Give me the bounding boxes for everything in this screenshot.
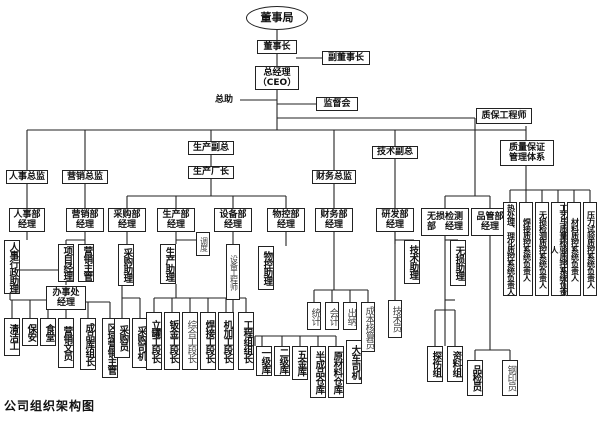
finance-staff-node: 会计 (325, 302, 339, 330)
section-leader-node: 钣金工段长 (164, 312, 180, 370)
qa-role-node: 热处理、理化质控系统负责人 (503, 202, 517, 296)
purchase-assistant-node: 采购助理 (118, 244, 134, 286)
equipment-manager-node: 设备部 经理 (214, 208, 252, 232)
production-manager-node: 生产部 经理 (157, 208, 195, 232)
warehouse-node: 一级库 (256, 346, 272, 376)
assistant-node: 总助 (208, 94, 240, 106)
production-factory-node: 生产厂长 (188, 166, 234, 179)
vice-chairman-node: 副董事长 (322, 51, 370, 65)
tech-staff-node: 技术员 (388, 300, 402, 338)
board-node: 董事局 (246, 6, 308, 30)
warehouse-node: 二级库 (274, 346, 290, 376)
warehouse-lead-node: 成品库组长 (80, 318, 96, 370)
project-manager-node: 项目经理 (58, 244, 74, 282)
warehouse-node: 原材料仓库 (328, 346, 344, 398)
section-leader-node: 工程组组长 (238, 312, 254, 370)
production-vp-node: 生产副总 (188, 141, 234, 155)
section-leader-node: 立罐工段长 (146, 312, 162, 370)
marketing-manager-node: 营销部 经理 (66, 208, 104, 232)
section-leader-node: 综合工段长 (182, 312, 198, 370)
marketing-director-node: 营销总监 (62, 170, 108, 184)
hr-admin-node: 人事行政助理 (4, 240, 20, 294)
material-assistant-node: 物控助理 (258, 246, 274, 290)
hr-manager-node: 人事部 经理 (9, 208, 45, 232)
finance-manager-node: 财务部 经理 (315, 208, 353, 232)
purchaser-node: 采购员 (114, 318, 130, 358)
section-leader-node: 焊接工段长 (200, 312, 216, 370)
diagram-caption: 公司组织架构图 (4, 399, 96, 413)
chairman-node: 董事长 (257, 40, 297, 54)
qa-system-node: 质量保证 管理体系 (500, 140, 554, 166)
hr-director-node: 人事总监 (6, 170, 48, 184)
qa-role-node: 压力试验质控系统负责人 (583, 202, 597, 296)
ceo-node: 总经理 （CEO） (255, 66, 299, 90)
equipment-engineer-node: 设备工程师 (226, 244, 240, 300)
stamper-node: 钢印员 (502, 360, 518, 396)
rd-manager-node: 研发部 经理 (376, 208, 414, 232)
dispatch-node: 调度 (196, 232, 210, 256)
finance-staff-node: 成本核算员 (361, 302, 375, 352)
material-team-node: 资料组 (447, 346, 463, 382)
qa-role-node: 无损检测质控系统负责人 (535, 202, 549, 296)
office-manager-node: 办事处 经理 (46, 286, 86, 310)
canteen-node: 食堂 (40, 318, 56, 346)
section-leader-node: 机加工段长 (218, 312, 234, 370)
warehouse-node: 半成品仓库 (310, 346, 326, 398)
ndt-assistant-node: 无损助理 (450, 240, 466, 286)
tech-vp-node: 技术副总 (372, 146, 418, 159)
inspector-team-node: 探伤组 (427, 346, 443, 382)
qa-role-node: 材料质控系统负责人 (567, 202, 581, 296)
tech-assistant-node: 技术助理 (404, 240, 420, 284)
qa-engineer-node: 质保工程师 (476, 108, 532, 124)
material-manager-node: 物控部 经理 (267, 208, 305, 232)
warehouse-node: 大车司机 (346, 340, 362, 384)
qc-inspector-node: 品检员 (467, 360, 483, 396)
sales-manager-node: 营销主管 (78, 244, 94, 282)
purchase-manager-node: 采购部 经理 (108, 208, 146, 232)
finance-staff-node: 统计 (307, 302, 321, 330)
finance-director-node: 财务总监 (312, 170, 356, 184)
qa-role-node: 工艺与质量检验质控系统负责人 (550, 202, 568, 296)
cleaner-node: 清洁工 (4, 318, 20, 356)
qa-role-node: 焊接质控系统负责人 (519, 202, 533, 296)
ndt-manager-node: 无损检测 部 经理 (421, 208, 469, 236)
security-node: 保安 (22, 318, 38, 346)
warehouse-node: 五金库 (292, 346, 308, 380)
sales-clerk-node: 营销文员 (58, 318, 74, 368)
supervisory-node: 监督会 (316, 97, 358, 111)
finance-staff-node: 出纳 (343, 302, 357, 330)
production-assistant-node: 生产助理 (160, 244, 176, 284)
